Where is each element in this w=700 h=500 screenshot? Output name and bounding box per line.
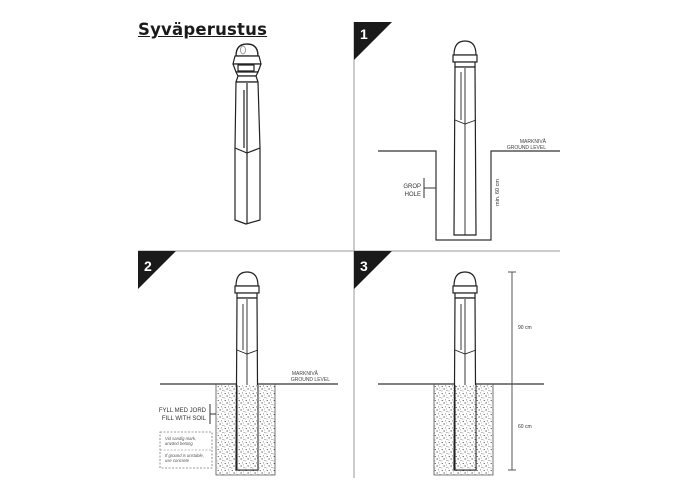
hole-label-line-2: HOLE <box>405 192 421 198</box>
note-1-line-1: Vid sandig mark, <box>165 436 196 441</box>
panel-2: 2 MARKNIVÅ GROUND LEVEL FYLL MED JORD FI… <box>138 251 338 476</box>
above-ground-dimension: 90 cm <box>518 325 532 331</box>
note-1-line-2: använd betong <box>165 441 193 446</box>
step-badge-3 <box>354 251 392 289</box>
note-2-line-2: use concrete <box>165 458 190 463</box>
bollard-3 <box>452 271 478 471</box>
bollard-1 <box>452 40 478 236</box>
ground-label-line-1: MARKNIVÅ <box>520 138 547 145</box>
fill-label-line-1: FYLL MED JORD <box>159 408 207 414</box>
step-number-2: 2 <box>144 258 152 274</box>
depth-label: min. 60 cm <box>495 179 501 206</box>
fill-label-line-2: FILL WITH SOIL <box>162 416 207 422</box>
bollard-2 <box>234 271 260 471</box>
below-ground-dimension: 60 cm <box>518 424 532 430</box>
ground-label-line-2: GROUND LEVEL <box>291 377 330 383</box>
hole-outline <box>378 150 560 241</box>
step-badge-1 <box>354 22 392 60</box>
step-number-3: 3 <box>360 258 368 274</box>
dimension-line <box>508 271 516 471</box>
panel-1: 1 MARKNIVÅ GROUND LEVEL GROP HOLE min. 6… <box>354 22 560 241</box>
ground-label-line-2: GROUND LEVEL <box>507 145 546 151</box>
hole-label-line-1: GROP <box>403 184 421 190</box>
note-2-line-1: If ground is unstable, <box>165 453 204 458</box>
diagram-title: Syväperustus <box>138 20 268 39</box>
step-number-1: 1 <box>360 26 368 42</box>
panel-3: 3 90 cm 60 cm <box>354 251 544 476</box>
step-badge-2 <box>138 251 176 289</box>
bollard-perspective-drawing <box>232 43 262 225</box>
ground-label-line-1: MARKNIVÅ <box>292 370 319 377</box>
